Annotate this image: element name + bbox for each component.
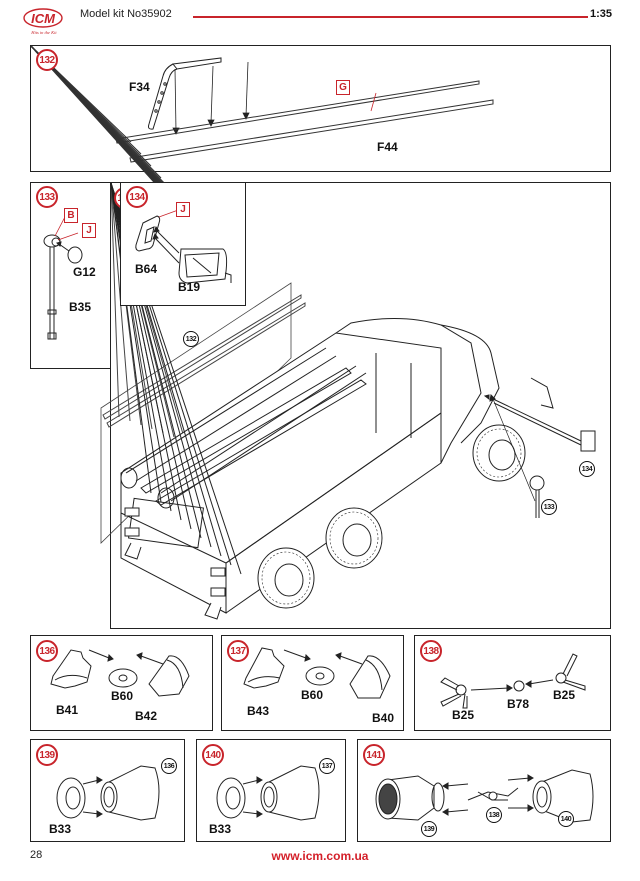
step-136-panel: 136 B41 B60 B42 [30, 635, 213, 731]
header-divider [193, 16, 588, 18]
bracket-f34-drawing [149, 58, 222, 129]
step-137-panel: 137 B43 B60 B40 [221, 635, 404, 731]
tire-treads [262, 429, 521, 604]
ref-badge-132[interactable]: 132 [183, 331, 199, 347]
ref-badge-138[interactable]: 138 [486, 807, 502, 823]
step-140-panel: 140 137 B33 [196, 739, 346, 842]
ref-badge-137[interactable]: 137 [319, 758, 335, 774]
ladder-assembly-drawing [31, 46, 612, 173]
placement-guide [101, 283, 291, 543]
rear-steps [125, 508, 225, 619]
logo-brand: ICM [31, 11, 56, 26]
part-label-b64: B64 [135, 262, 158, 276]
mirror-and-spotlight [485, 378, 595, 518]
nozzle-parts-137-drawing [222, 636, 405, 732]
part-label-f34: F34 [129, 80, 150, 94]
color-leader-line [371, 93, 376, 111]
step-139-panel: 139 136 B33 [30, 739, 185, 842]
part-label-b40: B40 [372, 711, 395, 725]
step-number-badge: 137 [227, 640, 249, 662]
website-link[interactable]: www.icm.com.ua [271, 849, 369, 863]
part-label-f44: F44 [377, 140, 398, 154]
part-label-b41: B41 [56, 703, 79, 717]
part-label-b35: B35 [69, 300, 92, 314]
ref-badge-136[interactable]: 136 [161, 758, 177, 774]
spotlight-drawing [31, 183, 112, 370]
coupling-138-drawing [415, 636, 612, 732]
color-code-b: B [64, 208, 78, 223]
part-label-b33: B33 [49, 822, 72, 836]
scale-label: 1:35 [589, 8, 612, 20]
color-code-g: G [336, 80, 350, 95]
ref-badge-139[interactable]: 139 [421, 821, 437, 837]
ref-badge-140[interactable]: 140 [558, 811, 574, 827]
step-number-badge: 133 [36, 186, 58, 208]
fire-truck-drawing [111, 183, 612, 630]
step-135-panel: 135 132 134 133 [110, 182, 611, 629]
hose-coupling-assembly-drawing [358, 740, 612, 843]
part-label-b25-left: B25 [452, 708, 475, 722]
part-label-b43: B43 [247, 704, 270, 718]
page-header: ICM Hits in the Kit Model kit No35902 1:… [0, 0, 640, 40]
color-code-j: J [176, 202, 190, 217]
nozzle-140-drawing [197, 740, 347, 843]
logo-tagline: Hits in the Kit [30, 30, 57, 35]
nozzle-139-drawing [31, 740, 186, 843]
part-label-b42: B42 [135, 709, 158, 723]
step-134-panel: 134 J B64 B19 [120, 182, 246, 306]
ladder-132-drawing [103, 295, 305, 427]
part-label-b25-right: B25 [553, 688, 576, 702]
step-number-badge: 136 [36, 640, 58, 662]
part-label-b60: B60 [111, 689, 134, 703]
kit-title: Model kit No35902 [80, 8, 172, 20]
step-number-badge: 132 [36, 49, 58, 71]
part-label-b33: B33 [209, 822, 232, 836]
part-label-b60: B60 [301, 688, 324, 702]
ladder-f44-drawing [116, 81, 493, 162]
step-132-panel: 132 F34 F44 G [30, 45, 611, 172]
ladder-rung [111, 183, 151, 493]
step-number-badge: 134 [126, 186, 148, 208]
icm-logo: ICM Hits in the Kit [23, 8, 63, 35]
mirror-drawing [121, 183, 247, 307]
step-133-panel: 133 B J G12 B35 [30, 182, 111, 369]
ladder-rung [111, 183, 119, 417]
part-label-b78: B78 [507, 697, 530, 711]
ref-badge-134[interactable]: 134 [579, 461, 595, 477]
ref-badge-133[interactable]: 133 [541, 499, 557, 515]
step-141-panel: 141 139 138 140 [357, 739, 611, 842]
ladder-rung [111, 183, 161, 502]
page-number: 28 [30, 849, 43, 861]
color-code-j: J [82, 223, 96, 238]
step-number-badge: 141 [363, 744, 385, 766]
truck-wheels [258, 425, 525, 608]
step-138-panel: 138 B25 B78 B25 [414, 635, 611, 731]
step-number-badge: 139 [36, 744, 58, 766]
part-label-b19: B19 [178, 280, 201, 294]
nozzle-parts-136-drawing [31, 636, 214, 732]
step-number-badge: 138 [420, 640, 442, 662]
part-label-g12: G12 [73, 265, 96, 279]
step-number-badge: 140 [202, 744, 224, 766]
